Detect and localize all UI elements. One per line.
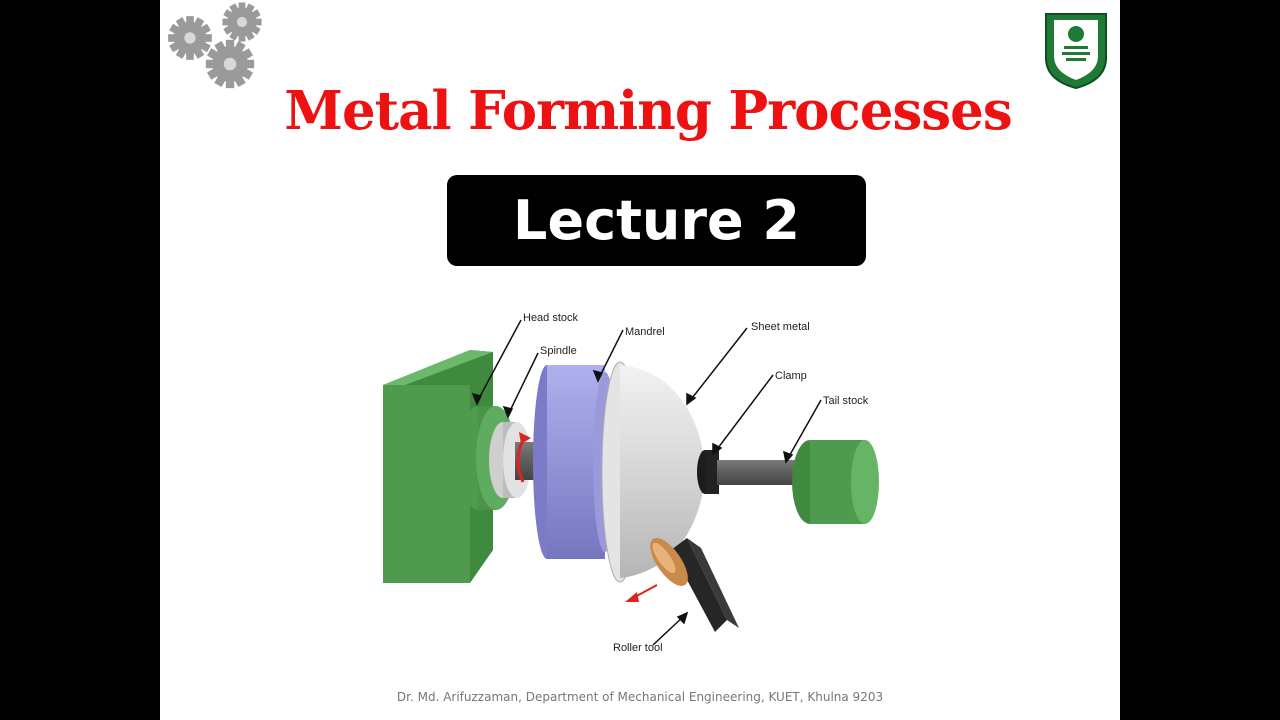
feed-arrow [625, 584, 658, 602]
label-clamp: Clamp [775, 370, 807, 382]
label-sheet-metal: Sheet metal [751, 321, 810, 333]
lecture-badge: Lecture 2 [447, 175, 866, 266]
label-roller-tool: Roller tool [613, 642, 663, 654]
university-logo [1045, 13, 1107, 90]
slide-footer: Dr. Md. Arifuzzaman, Department of Mecha… [396, 690, 884, 704]
clamp [697, 450, 719, 494]
lecture-label: Lecture 2 [513, 189, 800, 252]
tail-stock [717, 440, 879, 524]
sheet-metal [601, 361, 705, 583]
rotation-arrow [516, 432, 531, 483]
label-tail-stock: Tail stock [823, 395, 869, 407]
label-head-stock: Head stock [523, 312, 579, 324]
slide: Metal Forming Processes Lecture 2 [160, 0, 1120, 720]
label-spindle: Spindle [540, 345, 577, 357]
spindle [458, 406, 537, 510]
leader-lines [471, 319, 822, 646]
roller-tool [650, 538, 739, 632]
head-stock [383, 350, 493, 583]
label-mandrel: Mandrel [625, 326, 665, 338]
metal-spinning-diagram: Head stock Spindle Mandrel Sheet metal C… [383, 312, 879, 654]
slide-title: Metal Forming Processes [284, 80, 1012, 142]
